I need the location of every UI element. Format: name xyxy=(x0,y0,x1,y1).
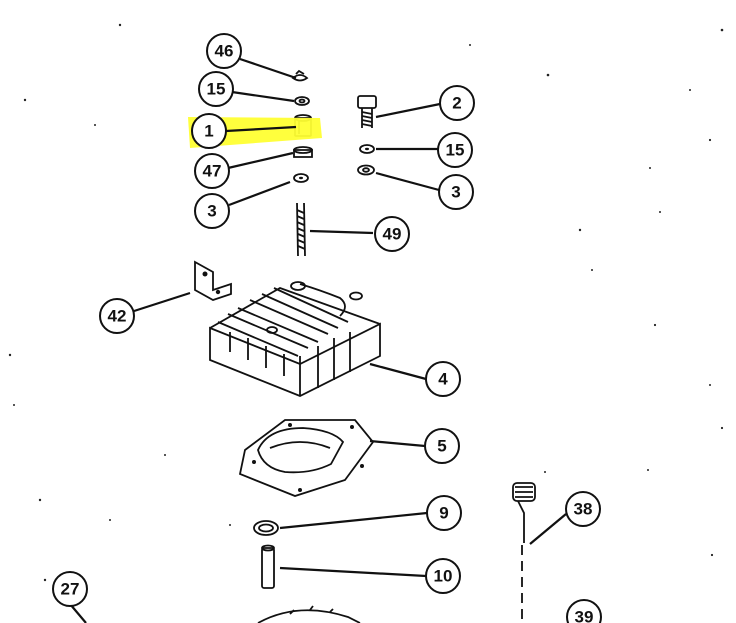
callout-3-left: 3 xyxy=(194,193,230,229)
part-49-stud xyxy=(296,202,306,257)
callout-label: 2 xyxy=(452,94,461,113)
part-9-ring xyxy=(253,520,279,536)
callout-5: 5 xyxy=(424,428,460,464)
part-housing-partial xyxy=(257,605,361,623)
part-42-bracket xyxy=(194,260,232,301)
part-15-washer-right xyxy=(359,144,375,154)
callout-label: 15 xyxy=(207,80,226,99)
callout-15-left: 15 xyxy=(198,71,234,107)
callout-label: 27 xyxy=(61,580,80,599)
callout-label: 10 xyxy=(434,567,453,586)
part-10-pin xyxy=(261,544,275,589)
part-4-cylinder-head xyxy=(209,281,381,397)
callout-38: 38 xyxy=(565,491,601,527)
callout-label: 9 xyxy=(439,504,448,523)
callout-39: 39 xyxy=(566,599,602,623)
part-38-dipstick xyxy=(512,482,536,623)
callout-label: 38 xyxy=(574,500,593,519)
callout-3-right: 3 xyxy=(438,174,474,210)
callout-4: 4 xyxy=(425,361,461,397)
callout-label: 42 xyxy=(108,307,127,326)
callout-49: 49 xyxy=(374,216,410,252)
part-3-washer-right xyxy=(357,164,375,176)
callout-label: 4 xyxy=(438,370,448,389)
callout-label: 39 xyxy=(575,608,594,623)
callout-46: 46 xyxy=(206,33,242,69)
part-3-washer-left xyxy=(293,173,309,183)
part-5-gasket xyxy=(238,419,375,497)
callout-label: 5 xyxy=(437,437,446,456)
callout-9: 9 xyxy=(426,495,462,531)
callout-15-right: 15 xyxy=(437,132,473,168)
callout-27: 27 xyxy=(52,571,88,607)
callout-label: 49 xyxy=(383,225,402,244)
callout-label: 46 xyxy=(215,42,234,61)
part-2-bolt xyxy=(357,95,377,128)
scan-specks xyxy=(8,23,724,582)
callout-label: 47 xyxy=(203,162,222,181)
callout-label: 3 xyxy=(207,202,216,221)
callout-2: 2 xyxy=(439,85,475,121)
part-46-nut xyxy=(291,69,309,82)
callout-47: 47 xyxy=(194,153,230,189)
callout-label: 1 xyxy=(204,122,213,141)
leader-lines xyxy=(69,57,567,623)
part-15-washer-left xyxy=(294,96,310,106)
callout-label: 15 xyxy=(446,141,465,160)
part-47-nut xyxy=(293,146,313,158)
callout-10: 10 xyxy=(425,558,461,594)
callout-42: 42 xyxy=(99,298,135,334)
callout-1: 1 xyxy=(191,113,227,149)
callout-label: 3 xyxy=(451,183,460,202)
